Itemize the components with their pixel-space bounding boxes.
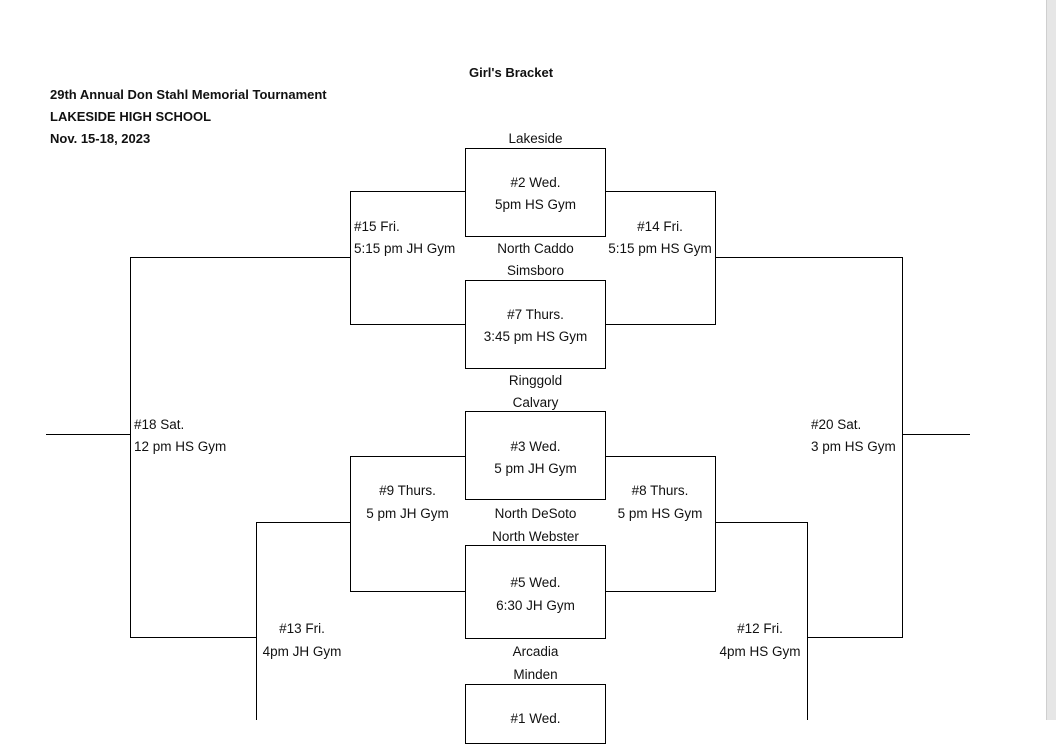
game-18-day: #18 Sat. (134, 417, 185, 432)
game-12-time: 4pm HS Gym (719, 644, 801, 659)
game-box-5 (465, 545, 606, 639)
bracket-line (130, 257, 351, 258)
team-north-webster: North Webster (492, 529, 579, 544)
game-15-time: 5:15 pm JH Gym (354, 241, 456, 256)
bracket-line (807, 522, 808, 720)
game-8-time: 5 pm HS Gym (617, 506, 703, 521)
bracket-line (605, 324, 716, 325)
bracket-line (715, 191, 716, 325)
bracket-line (350, 456, 351, 592)
game-3-day: #3 Wed. (510, 439, 561, 454)
game-15-day: #15 Fri. (354, 219, 400, 234)
tournament-dates: Nov. 15-18, 2023 (50, 131, 151, 146)
game-2-time: 5pm HS Gym (494, 197, 576, 212)
bracket-line (130, 637, 257, 638)
bracket-line (256, 522, 351, 523)
bracket-line (350, 191, 466, 192)
bracket-line (605, 591, 716, 592)
team-north-desoto: North DeSoto (494, 506, 577, 521)
bracket-line (350, 191, 351, 325)
team-lakeside: Lakeside (508, 131, 563, 146)
vertical-scrollbar[interactable] (1046, 0, 1056, 720)
team-minden: Minden (513, 667, 558, 682)
game-7-time: 3:45 pm HS Gym (483, 329, 588, 344)
game-3-time: 5 pm JH Gym (494, 461, 577, 476)
game-13-time: 4pm JH Gym (262, 644, 342, 659)
game-13-day: #13 Fri. (279, 621, 325, 636)
bracket-line (715, 257, 903, 258)
bracket-line (715, 456, 716, 592)
school-name: LAKESIDE HIGH SCHOOL (50, 109, 212, 124)
game-20-day: #20 Sat. (811, 417, 862, 432)
team-arcadia: Arcadia (512, 644, 559, 659)
team-simsboro: Simsboro (506, 263, 565, 278)
bracket-line (902, 434, 970, 435)
game-14-day: #14 Fri. (637, 219, 683, 234)
bracket-line (130, 257, 131, 638)
bracket-line (350, 456, 466, 457)
bracket-line (350, 591, 466, 592)
bracket-line (350, 324, 466, 325)
team-ringgold: Ringgold (508, 373, 563, 388)
game-7-day: #7 Thurs. (507, 307, 564, 322)
game-9-day: #9 Thurs. (379, 483, 436, 498)
team-north-caddo: North Caddo (497, 241, 574, 256)
bracket-line (902, 257, 903, 638)
game-box-3 (465, 411, 606, 500)
game-5-time: 6:30 JH Gym (496, 598, 575, 613)
bracket-line (807, 637, 903, 638)
bracket-line (605, 456, 716, 457)
bracket-title: Girl's Bracket (469, 65, 554, 80)
game-14-time: 5:15 pm HS Gym (608, 241, 712, 256)
game-2-day: #2 Wed. (510, 175, 561, 190)
bracket-line (715, 522, 808, 523)
bracket-line (605, 191, 716, 192)
game-9-time: 5 pm JH Gym (366, 506, 449, 521)
game-8-day: #8 Thurs. (631, 483, 689, 498)
bracket-line (256, 522, 257, 720)
game-18-time: 12 pm HS Gym (134, 439, 227, 454)
game-box-2 (465, 148, 606, 237)
game-5-day: #5 Wed. (510, 575, 561, 590)
team-calvary: Calvary (512, 395, 559, 410)
game-20-time: 3 pm HS Gym (811, 439, 896, 454)
bracket-line (46, 434, 131, 435)
game-box-7 (465, 280, 606, 369)
game-1-day: #1 Wed. (510, 711, 561, 726)
game-12-day: #12 Fri. (737, 621, 783, 636)
tournament-name: 29th Annual Don Stahl Memorial Tournamen… (50, 87, 327, 102)
